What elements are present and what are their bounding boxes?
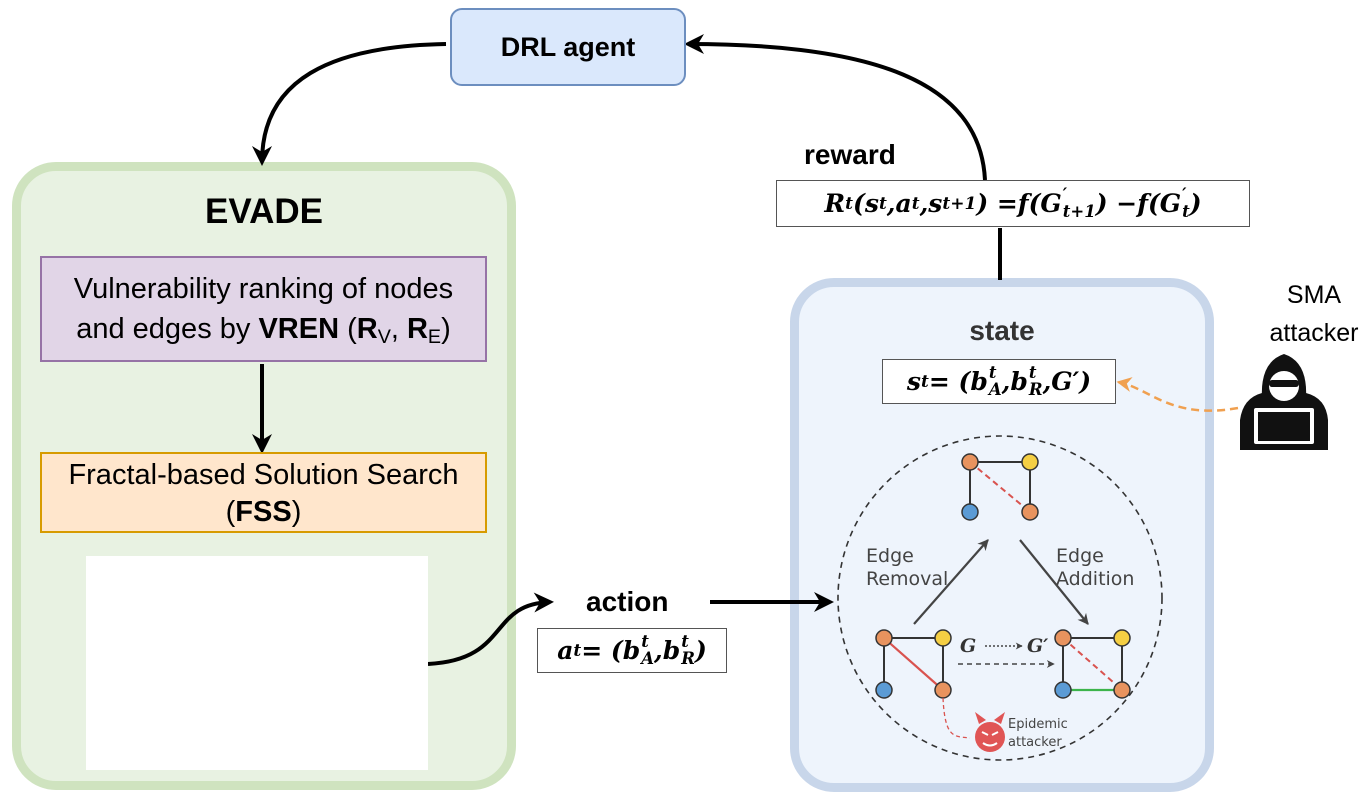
vren-line1: Vulnerability ranking of nodes bbox=[73, 273, 454, 305]
agent-to-evade-arrow bbox=[252, 42, 447, 166]
reward-label: reward bbox=[804, 139, 896, 170]
evade-title: EVADE bbox=[205, 192, 323, 231]
graph-illustration: G G′ bbox=[837, 435, 1163, 761]
vren-line2: and edges by VREN (RV, RE) bbox=[76, 313, 451, 348]
epidemic-attacker-label: Epidemic attacker bbox=[1008, 717, 1068, 750]
edge-removal-label: Edge Removal bbox=[866, 545, 949, 590]
reward-to-agent-arrow bbox=[684, 34, 987, 181]
fss-line1: Fractal-based Solution Search bbox=[68, 459, 459, 491]
graph-boundary-circle bbox=[837, 435, 1163, 761]
drl-agent-label: DRL agent bbox=[500, 31, 636, 62]
devil-face-icon bbox=[975, 712, 1005, 752]
fss-box: Fractal-based Solution Search (FSS) bbox=[40, 452, 487, 533]
vren-box: Vulnerability ranking of nodes and edges… bbox=[40, 256, 487, 362]
sma-to-state-arrow bbox=[1116, 377, 1239, 412]
action-label: action bbox=[586, 586, 669, 617]
state-title: state bbox=[969, 315, 1035, 346]
edge-addition-label: Edge Addition bbox=[1056, 545, 1135, 590]
sma-attacker-label: SMA attacker bbox=[1269, 281, 1359, 347]
fss-line2: (FSS) bbox=[225, 496, 302, 528]
graph-g-label: G bbox=[960, 635, 976, 657]
graph-g-prime-label: G′ bbox=[1027, 635, 1048, 657]
drl-agent-box: DRL agent bbox=[450, 8, 686, 86]
nn-to-action-arrow bbox=[427, 592, 554, 666]
hooded-hacker-laptop-icon bbox=[1240, 354, 1328, 450]
neural-network-panel bbox=[86, 556, 428, 770]
